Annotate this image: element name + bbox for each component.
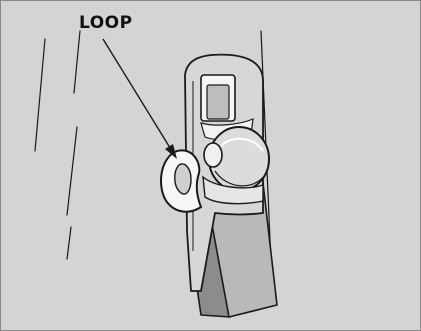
knob-bolt [204, 143, 222, 167]
callout-arrow [103, 39, 177, 159]
slot-inner [207, 85, 229, 119]
loop-callout-label: LOOP [79, 13, 133, 33]
loop-hole [175, 164, 191, 194]
